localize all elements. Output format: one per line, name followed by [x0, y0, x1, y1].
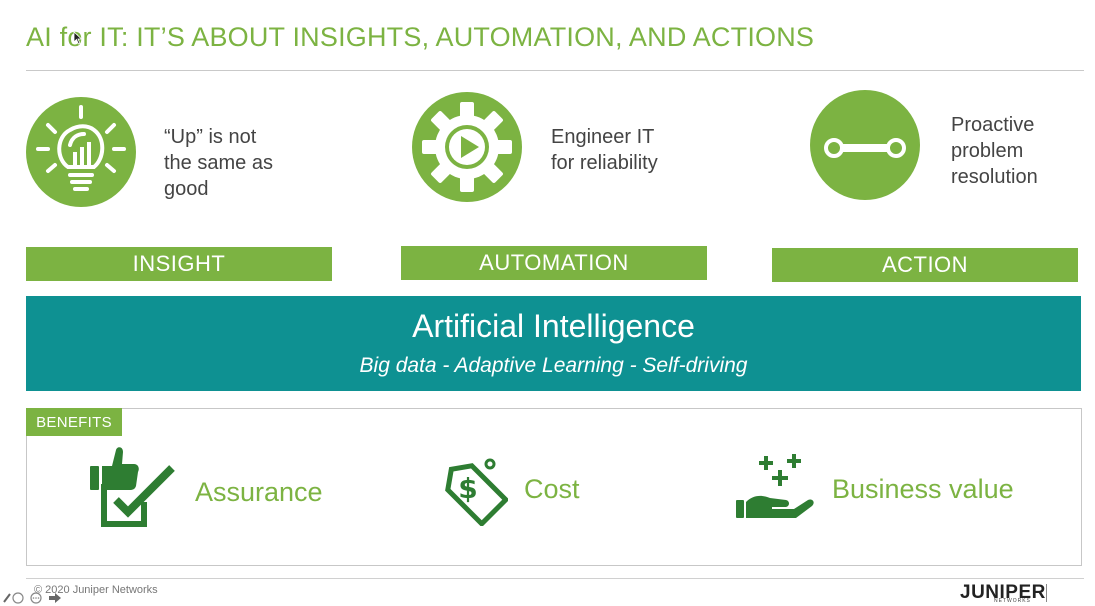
juniper-logo-subtitle: NETWORKS	[994, 598, 1031, 604]
action-description: Proactive problem resolution	[951, 114, 1038, 188]
title-divider	[26, 70, 1084, 71]
insight-description: “Up” is not the same as good	[164, 126, 273, 200]
price-tag-icon: $	[445, 458, 508, 526]
thumbs-up-check-icon	[90, 447, 175, 527]
ai-banner: Artificial Intelligence Big data - Adapt…	[26, 296, 1081, 391]
pen-tool-icon[interactable]	[2, 592, 12, 604]
svg-text:$: $	[458, 472, 477, 505]
slide-title: AI for IT: IT’S ABOUT INSIGHTS, AUTOMATI…	[26, 22, 815, 52]
benefit-cost: Cost	[524, 474, 580, 504]
action-label: ACTION	[772, 248, 1078, 282]
hand-plus-icon	[736, 454, 814, 518]
pointer-tool-icon[interactable]	[12, 592, 24, 604]
connector-icon	[810, 90, 920, 200]
ai-title: Artificial Intelligence	[412, 308, 695, 344]
footer-copyright: © 2020 Juniper Networks	[34, 584, 158, 596]
benefit-business-value: Business value	[832, 474, 1014, 504]
mouse-cursor-icon	[73, 31, 83, 45]
footer-divider	[26, 578, 1084, 579]
next-slide-icon[interactable]	[48, 592, 62, 604]
more-options-icon[interactable]	[30, 592, 42, 604]
lightbulb-icon	[26, 97, 136, 207]
insight-label: INSIGHT	[26, 247, 332, 281]
gear-play-icon	[412, 92, 522, 202]
juniper-logo: JUNIPER	[960, 582, 1046, 603]
benefit-assurance: Assurance	[195, 477, 323, 507]
logo-divider	[1046, 584, 1047, 602]
benefits-panel	[26, 408, 1082, 566]
benefits-tag: BENEFITS	[26, 408, 122, 436]
ai-subtitle: Big data - Adaptive Learning - Self-driv…	[359, 354, 748, 377]
automation-label: AUTOMATION	[401, 246, 707, 280]
automation-description: Engineer IT for reliability	[551, 126, 658, 174]
